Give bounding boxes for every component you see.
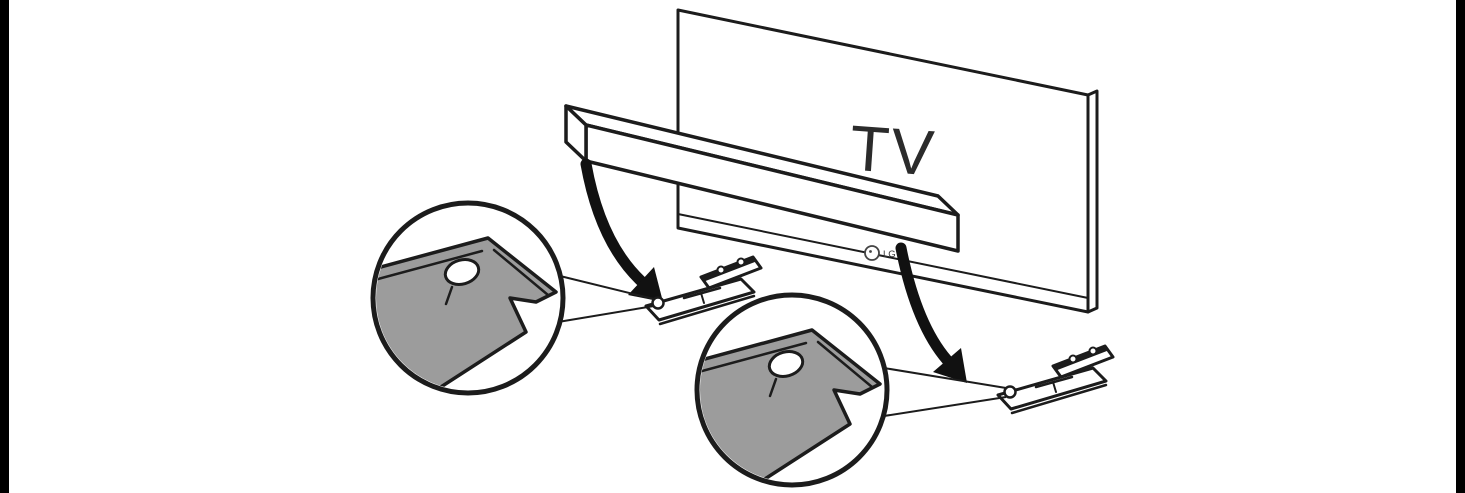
lg-logo-circle-icon (864, 245, 880, 261)
arrow-body (580, 158, 647, 287)
tv-panel (676, 8, 1099, 314)
lg-logo-dot (869, 250, 872, 253)
arrow-head-icon (628, 267, 663, 302)
arrow-body (895, 242, 953, 366)
lg-logo: LG (864, 245, 896, 261)
callout-leader-line (557, 305, 655, 323)
arrow-head-icon (933, 348, 967, 383)
tv-bottom-bezel-line (677, 213, 1089, 299)
callout-leader-line (883, 367, 1007, 389)
tv-side-edge (1086, 89, 1099, 314)
wall-bracket-right (996, 344, 1115, 415)
soundbar (564, 104, 960, 253)
attach-arrow-right (895, 242, 967, 383)
callout-leader-line (559, 275, 655, 300)
left-edge-bar (0, 0, 9, 493)
lg-logo-text: LG (883, 249, 896, 260)
attach-arrow-left (580, 158, 663, 302)
bracket-detail-callout-left (370, 200, 655, 396)
callout-leader-line (883, 396, 1007, 417)
right-edge-bar (1456, 0, 1465, 493)
bracket-detail-callout-right (694, 292, 1007, 488)
